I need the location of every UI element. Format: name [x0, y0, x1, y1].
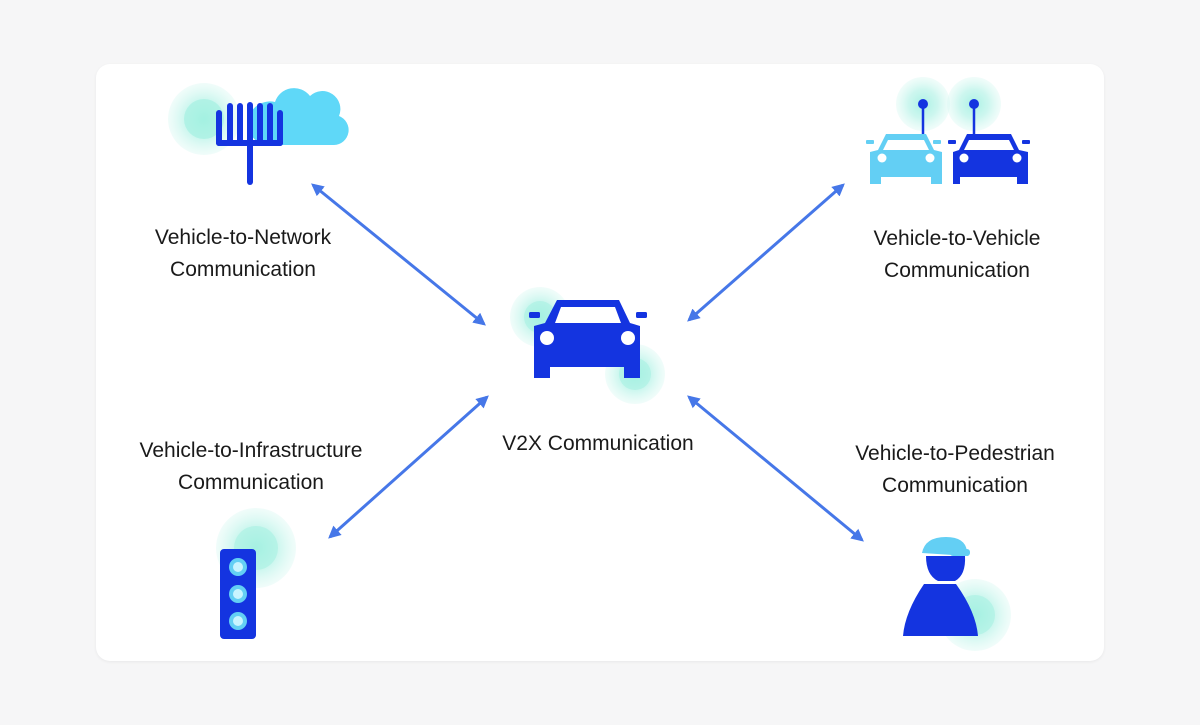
arrow-v2p [687, 395, 864, 542]
dark-car [948, 99, 1030, 184]
center-label: V2X Communication [502, 432, 694, 455]
car-icon [510, 287, 665, 404]
v2i-label-line2: Communication [178, 471, 324, 494]
v2p-label-line1: Vehicle-to-Pedestrian [855, 442, 1055, 465]
arrow-v2n [311, 183, 486, 326]
light-car [866, 99, 942, 184]
v2i-label: Vehicle-to-Infrastructure Communication [101, 435, 401, 499]
two-cars-icon [866, 77, 1030, 184]
v2n-label: Vehicle-to-Network Communication [113, 222, 373, 286]
v2n-label-line2: Communication [170, 258, 316, 281]
v2p-label-line2: Communication [882, 474, 1028, 497]
v2i-label-line1: Vehicle-to-Infrastructure [139, 439, 363, 462]
arrow-v2v [687, 183, 845, 322]
pedestrian-icon [903, 537, 1011, 651]
v2v-label-line1: Vehicle-to-Vehicle [873, 227, 1041, 250]
v2p-label: Vehicle-to-Pedestrian Communication [815, 438, 1095, 502]
arrow-v2i [328, 395, 489, 539]
traffic-light-icon [216, 508, 296, 639]
v2v-label-line2: Communication [884, 259, 1030, 282]
v2n-label-line1: Vehicle-to-Network [154, 226, 332, 249]
connection-arrows [311, 183, 864, 542]
v2v-label: Vehicle-to-Vehicle Communication [827, 223, 1087, 287]
cell-tower-cloud-icon [168, 83, 349, 185]
